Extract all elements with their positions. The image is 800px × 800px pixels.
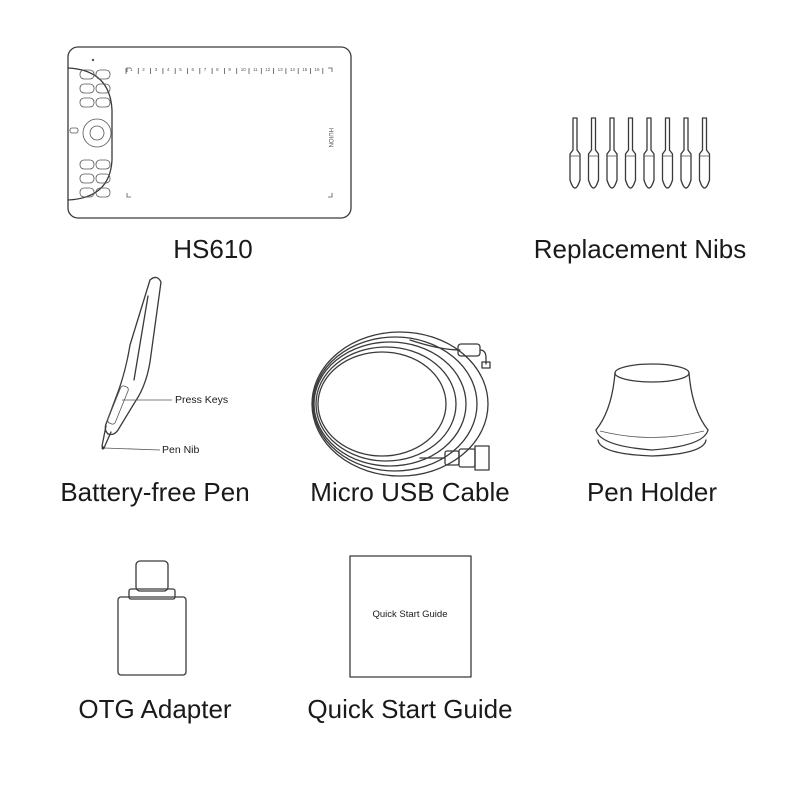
guide-caption: Quick Start Guide	[307, 694, 513, 724]
ruler-number: 1	[130, 67, 133, 72]
ruler-number: 15	[302, 67, 308, 72]
ruler-number: 11	[253, 67, 258, 72]
nib-icon	[643, 117, 655, 189]
press-keys-callout: Press Keys	[175, 394, 229, 406]
nib-icon	[606, 117, 618, 189]
nib-icon	[569, 117, 581, 189]
ruler-number: 13	[277, 67, 283, 72]
ruler-number: 2	[142, 67, 145, 72]
ruler-number: 6	[191, 67, 195, 72]
ruler-number: 7	[203, 67, 207, 72]
ruler-number: 10	[240, 67, 246, 72]
otg-caption: OTG Adapter	[78, 694, 232, 724]
ruler-number: 8	[216, 67, 219, 72]
nib-icon	[680, 117, 692, 189]
ruler-number: 16	[314, 67, 320, 72]
ruler-number: 14	[289, 67, 295, 72]
nibs-caption: Replacement Nibs	[533, 234, 747, 264]
nib-icon	[698, 117, 711, 189]
pen-nib-callout: Pen Nib	[162, 444, 200, 456]
ruler-number: 9	[228, 67, 231, 72]
ruler-number: 12	[265, 67, 271, 72]
cable-caption: Micro USB Cable	[310, 477, 510, 507]
ruler-number: 5	[179, 67, 182, 72]
ruler-number: 4	[166, 67, 170, 72]
ruler-number: 3	[154, 67, 158, 72]
tablet-caption: HS610	[173, 234, 253, 264]
holder-caption: Pen Holder	[586, 477, 718, 507]
guide-cover-text: Quick Start Guide	[372, 609, 448, 620]
nib-icon	[661, 117, 674, 189]
pen-caption: Battery-free Pen	[60, 477, 250, 507]
nib-icon	[587, 117, 600, 189]
nib-icon	[624, 117, 637, 189]
